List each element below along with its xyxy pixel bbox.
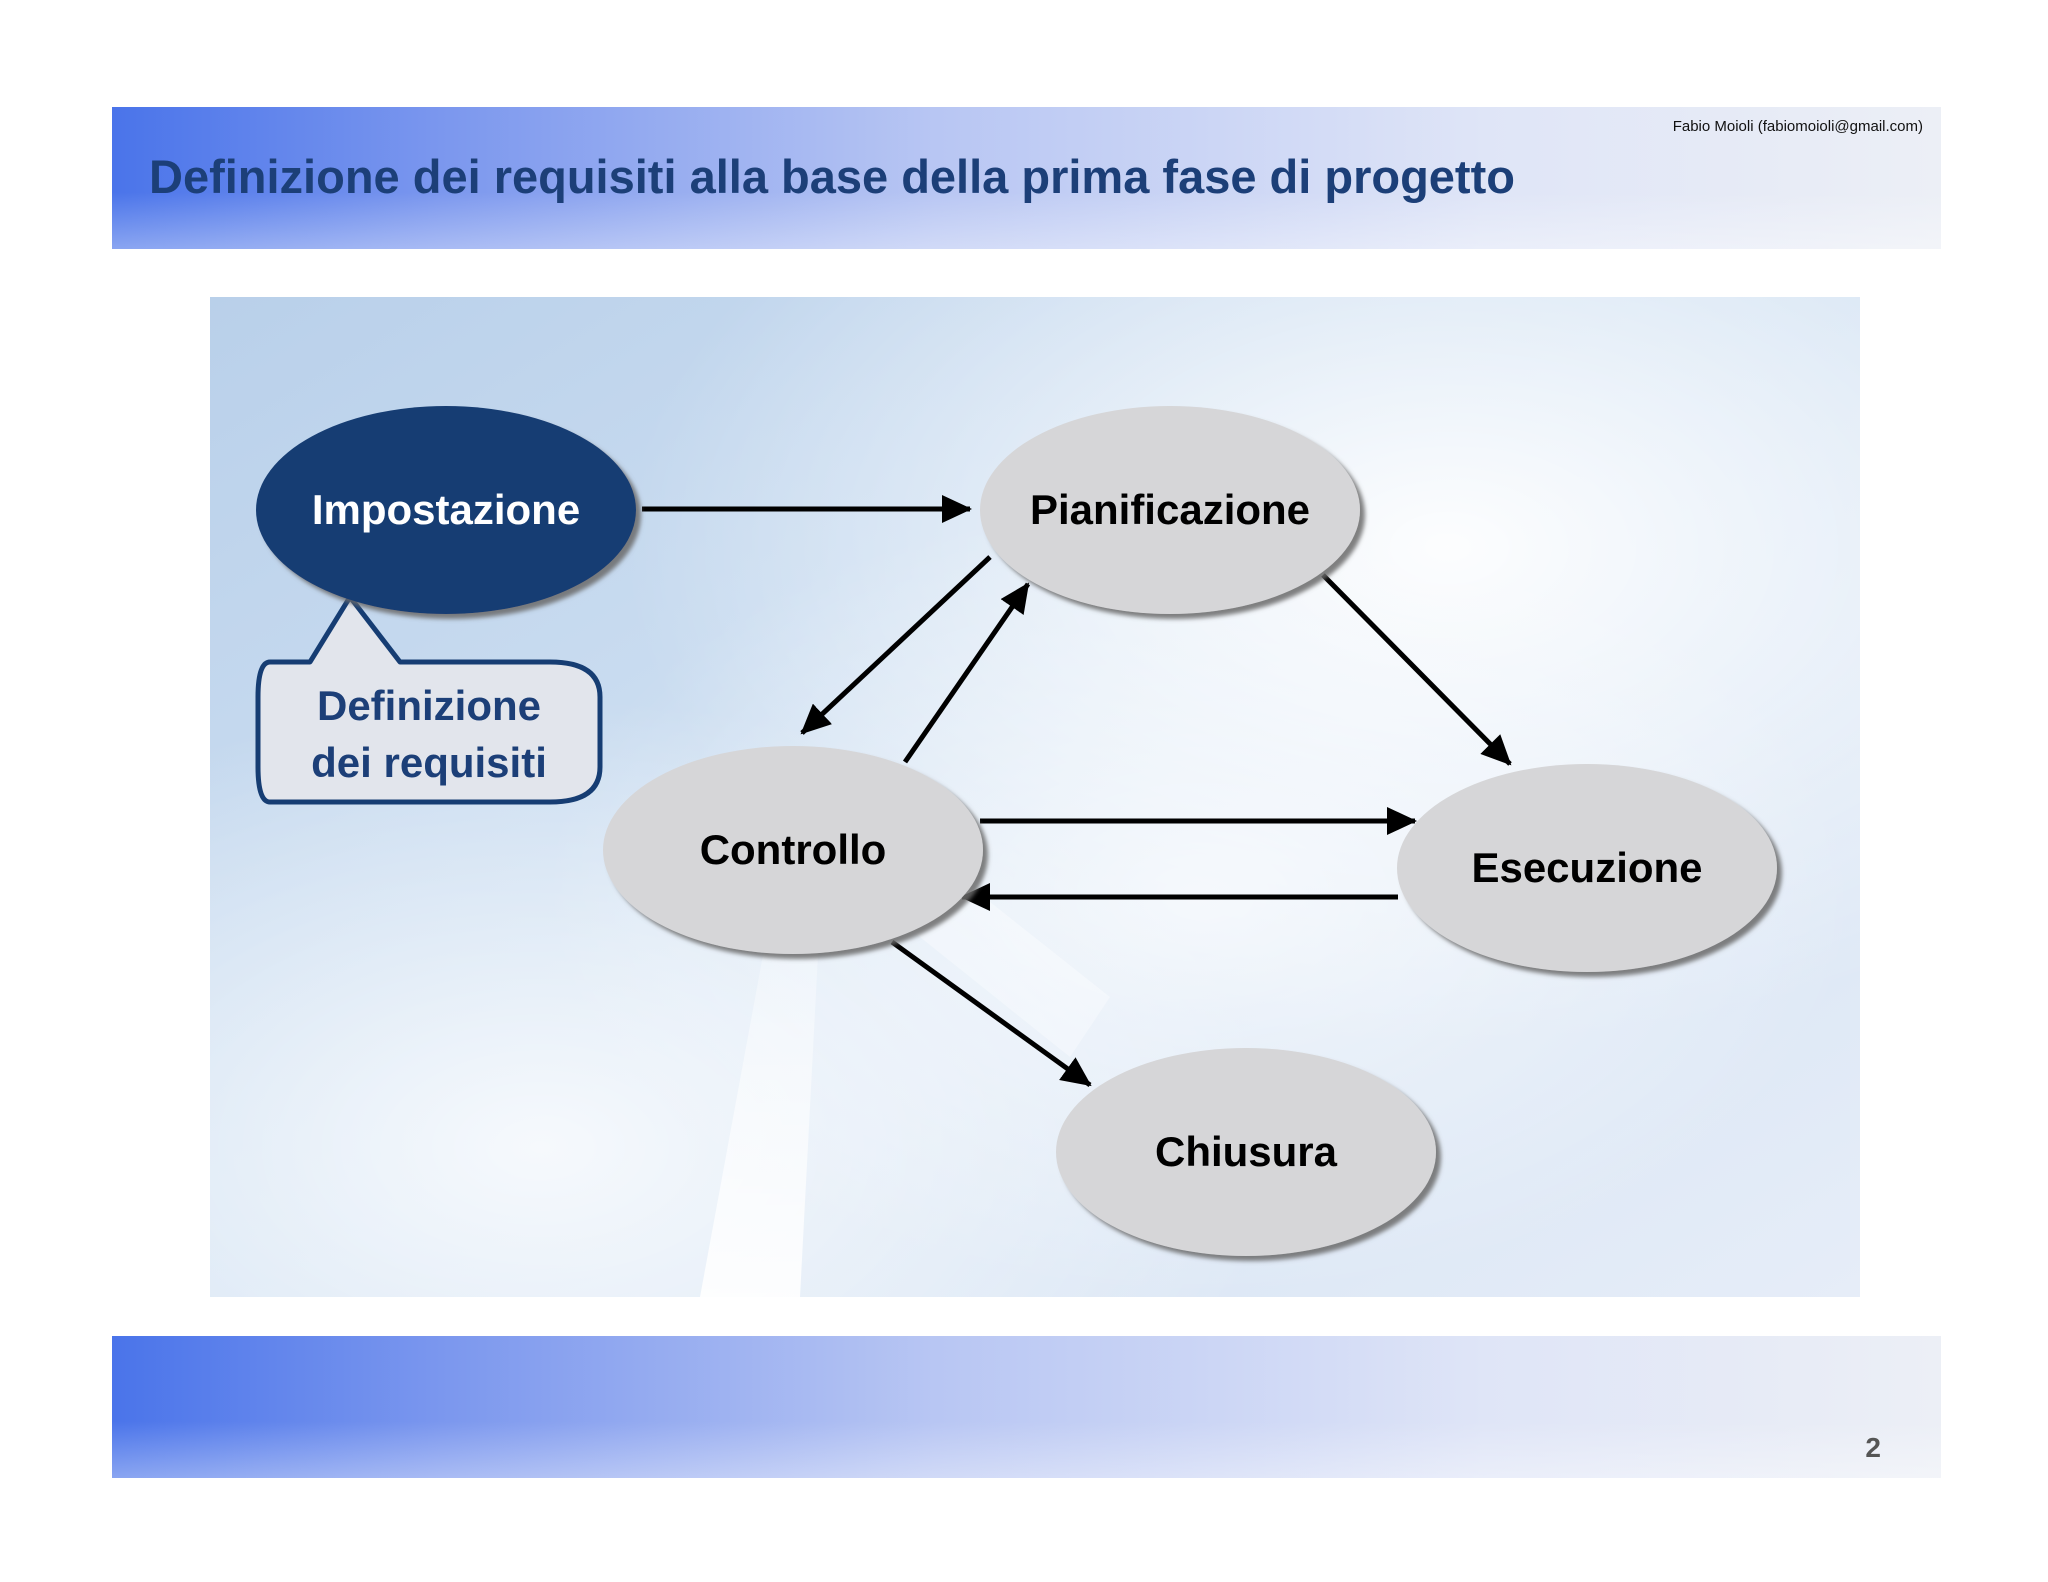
node-esecuzione-label: Esecuzione — [1471, 844, 1702, 891]
node-controllo: Controllo — [603, 746, 983, 954]
header-band: Fabio Moioli (fabiomoioli@gmail.com) Def… — [112, 107, 1941, 249]
footer-band: 2 — [112, 1336, 1941, 1478]
edge-controllo-chiusura — [890, 939, 1092, 1088]
edge-controllo-pianificazione — [902, 582, 1031, 764]
node-impostazione: Impostazione — [256, 406, 636, 614]
node-chiusura-label: Chiusura — [1155, 1128, 1338, 1175]
node-esecuzione: Esecuzione — [1397, 764, 1777, 972]
requirements-callout: Definizione dei requisiti — [255, 594, 603, 805]
slide-title: Definizione dei requisiti alla base dell… — [149, 150, 1515, 203]
node-chiusura: Chiusura — [1056, 1048, 1436, 1256]
process-diagram: Definizione dei requisiti Impostazione P… — [210, 297, 1860, 1297]
callout-line-2: dei requisiti — [311, 739, 547, 786]
node-pianificazione-label: Pianificazione — [1030, 486, 1310, 533]
page-number: 2 — [1865, 1432, 1881, 1463]
author-credit: Fabio Moioli (fabiomoioli@gmail.com) — [1672, 118, 1923, 135]
edges — [642, 495, 1512, 1088]
node-pianificazione: Pianificazione — [980, 406, 1360, 614]
edge-pianificazione-controllo — [800, 555, 992, 735]
node-impostazione-label: Impostazione — [312, 486, 580, 533]
callout-line-1: Definizione — [317, 682, 541, 729]
node-controllo-label: Controllo — [700, 826, 887, 873]
edge-pianificazione-esecuzione — [1321, 573, 1512, 766]
